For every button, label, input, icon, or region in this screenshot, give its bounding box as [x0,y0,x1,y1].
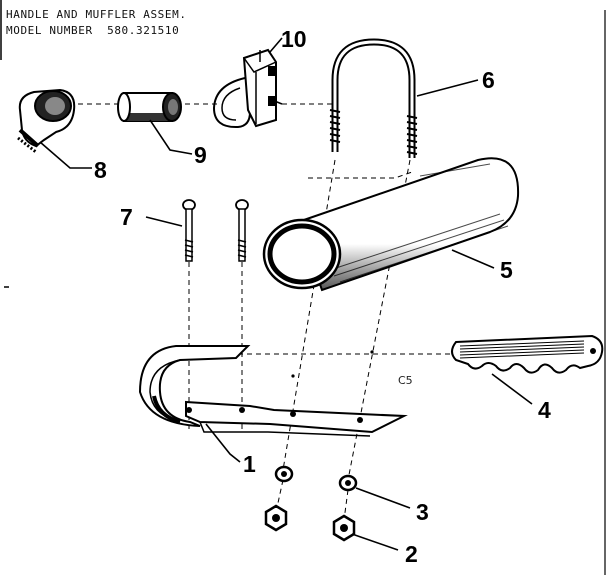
assembly-guide-lines [78,103,455,521]
callout-6: 6 [482,67,495,93]
hex-nuts [264,504,356,542]
model-number: MODEL NUMBER 580.321510 [6,24,180,37]
callout-2: 2 [405,541,418,567]
handle-grip [451,334,604,374]
muffler-clamp [212,48,283,129]
callout-1: 1 [243,451,256,477]
callout-10: 10 [281,26,307,52]
callout-leaders [39,37,533,551]
pipe-nipple [117,92,182,122]
callout-9: 9 [194,142,207,168]
callout-7: 7 [120,204,133,230]
lock-washers [274,465,358,492]
elbow-fitting [17,88,76,154]
figure-code: C5 [398,374,413,387]
u-bolt [329,38,418,158]
callout-8: 8 [94,157,107,183]
callout-5: 5 [500,257,513,283]
callout-3: 3 [416,499,429,525]
callout-4: 4 [538,397,551,423]
handle-bracket [138,345,408,437]
diagram-title: HANDLE AND MUFFLER ASSEM. [6,8,187,21]
muffler-tube [262,157,520,292]
bolts [182,199,249,262]
